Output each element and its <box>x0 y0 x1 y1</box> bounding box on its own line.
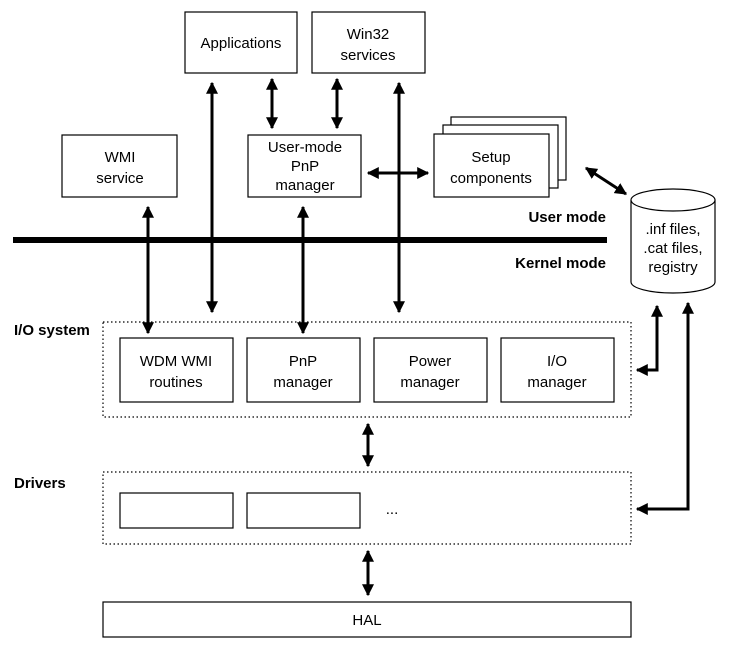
arrow-drivers-to-storage <box>635 301 694 515</box>
hal-box: HAL <box>102 601 632 638</box>
setup-components-stack: Setup components <box>433 116 567 198</box>
io-manager-label-line2: manager <box>527 374 586 391</box>
win32-services-label-line1: Win32 <box>347 26 390 43</box>
setup-label-line1: Setup <box>471 149 510 166</box>
wmi-service-label-line1: WMI <box>105 149 136 166</box>
drivers-container <box>102 471 632 545</box>
io-system-label: I/O system <box>14 322 90 339</box>
user-pnp-label-line2: PnP <box>291 158 319 175</box>
driver-box-1 <box>119 492 234 529</box>
arrow-setup-to-storage <box>584 166 628 196</box>
wdm-wmi-label-line1: WDM WMI <box>140 353 212 370</box>
wmi-service-box: WMI service <box>61 134 178 198</box>
drivers-ellipsis: ... <box>386 501 399 518</box>
io-manager-box: I/O manager <box>500 337 615 403</box>
driver-box-2 <box>246 492 361 529</box>
hal-label: HAL <box>352 612 381 629</box>
kernel-mode-label: Kernel mode <box>515 255 606 272</box>
applications-box: Applications <box>184 11 298 74</box>
win32-services-label-line2: services <box>340 47 395 64</box>
power-manager-label-line1: Power <box>409 353 452 370</box>
power-manager-box: Power manager <box>373 337 488 403</box>
pnp-manager-label-line2: manager <box>273 374 332 391</box>
user-pnp-label-line3: manager <box>275 177 334 194</box>
io-system-container <box>102 321 632 418</box>
wdm-wmi-label-line2: routines <box>149 374 202 391</box>
pnp-manager-label-line1: PnP <box>289 353 317 370</box>
wmi-service-label-line2: service <box>96 170 144 187</box>
storage-label-line2: .cat files, <box>643 240 702 257</box>
arrow-io-manager-to-storage <box>635 304 663 376</box>
storage-label-line3: registry <box>648 259 698 276</box>
io-manager-label-line1: I/O <box>547 353 567 370</box>
storage-label-line1: .inf files, <box>645 221 700 238</box>
drivers-label: Drivers <box>14 475 66 492</box>
win32-services-box: Win32 services <box>311 11 426 74</box>
power-manager-label-line2: manager <box>400 374 459 391</box>
user-pnp-label-line1: User-mode <box>268 139 342 156</box>
user-mode-pnp-manager-box: User-mode PnP manager <box>247 134 362 198</box>
storage-cylinder: .inf files, .cat files, registry <box>630 188 716 294</box>
wdm-wmi-routines-box: WDM WMI routines <box>119 337 234 403</box>
pnp-manager-box: PnP manager <box>246 337 361 403</box>
user-mode-label: User mode <box>528 209 606 226</box>
applications-label: Applications <box>201 35 282 52</box>
setup-label-line2: components <box>450 170 532 187</box>
